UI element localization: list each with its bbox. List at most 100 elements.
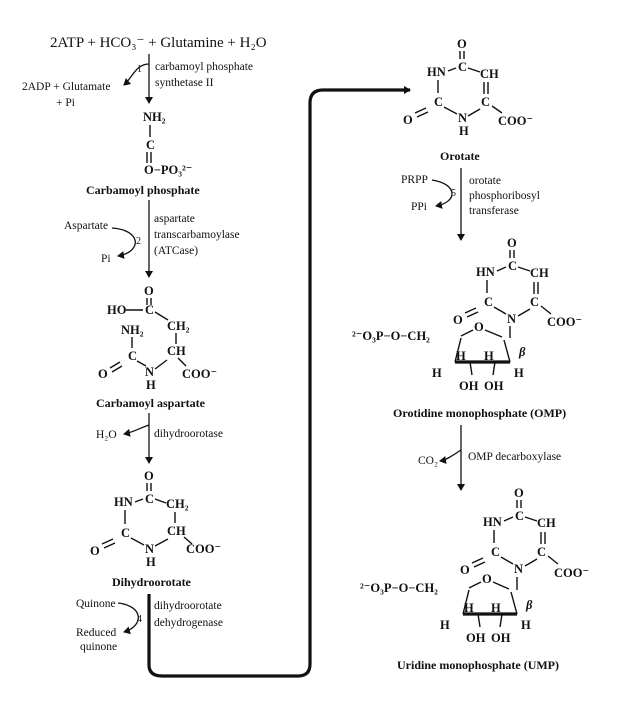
svg-text:H: H [491,601,501,615]
ump-structure: O C HN CH C O N C COO⁻ ²⁻O₃P−O−CH₂ O H H… [360,486,589,645]
svg-text:O: O [403,113,413,127]
svg-text:O: O [90,544,100,558]
svg-text:C: C [481,95,490,109]
svg-text:H: H [146,378,156,392]
svg-text:N: N [507,312,516,326]
svg-text:O: O [482,572,492,586]
step1-byproduct-line1: 2ADP + Glutamate [22,81,110,93]
orotate-name: Orotate [440,149,480,163]
step5-side-arrow [431,179,453,209]
step5-substrate: PRPP [401,174,428,186]
step2-enzyme-line1: aspartate [154,213,195,225]
svg-text:C: C [121,526,130,540]
step6-byproduct: CO₂ [418,455,438,467]
step6-side-arrow [439,449,462,464]
svg-text:OH: OH [459,379,479,393]
svg-text:CH₂: CH₂ [166,497,189,511]
step2-byproduct: Pi [101,253,111,265]
cp-nh2: NH₂ [143,110,166,124]
svg-text:C: C [128,349,137,363]
svg-text:²⁻O₃P−O−CH₂: ²⁻O₃P−O−CH₂ [352,329,430,343]
svg-text:C: C [434,95,443,109]
svg-text:CH: CH [530,266,549,280]
cp-o-po3: O−PO₃²⁻ [144,163,192,177]
svg-text:H: H [514,366,524,380]
carbamoyl-aspartate-name: Carbamoyl aspartate [96,396,206,410]
orotate-structure: O C HN CH C O N H C COO⁻ [403,37,533,138]
svg-text:H: H [459,124,469,138]
step3-side-arrow [123,424,150,437]
cp-c: C [146,138,155,152]
svg-text:C: C [145,303,154,317]
svg-text:OH: OH [484,379,504,393]
svg-text:HN: HN [427,65,446,79]
step2-side-arrow [111,227,136,259]
step4-side-arrow [117,602,139,635]
svg-text:C: C [515,509,524,523]
step2-enzyme-line3: (ATCase) [154,245,198,257]
svg-text:O: O [457,37,467,51]
step4-flow-arrow [147,86,411,678]
step3-byproduct: H₂O [96,429,117,441]
svg-text:H: H [456,349,466,363]
svg-text:O: O [453,313,463,327]
step2-enzyme-line2: transcarbamoylase [154,229,240,241]
svg-text:C: C [484,295,493,309]
step1-side-arrow [123,63,150,86]
step5-enzyme-line3: transferase [469,205,519,217]
step1-enzyme-line2: synthetase II [155,77,214,89]
svg-text:C: C [145,492,154,506]
svg-text:COO⁻: COO⁻ [547,315,582,329]
step6-enzyme: OMP decarboxylase [468,451,561,463]
svg-text:H: H [440,618,450,632]
omp-name: Orotidine monophosphate (OMP) [393,406,566,420]
step5-enzyme-line2: phosphoribosyl [469,190,540,202]
step1-byproduct-line2: + Pi [56,97,75,109]
step3-enzyme: dihydroorotase [154,428,223,440]
step1-number: 1 [137,64,142,75]
svg-text:O: O [98,367,108,381]
svg-text:COO⁻: COO⁻ [182,367,217,381]
step4-byproduct-line2: quinone [80,641,117,653]
svg-text:H: H [484,349,494,363]
step4-substrate: Quinone [76,598,116,610]
svg-text:O: O [507,236,517,250]
svg-text:O: O [144,284,154,298]
step2-substrate: Aspartate [64,220,108,232]
svg-text:H: H [521,618,531,632]
svg-text:N: N [145,542,154,556]
svg-text:CH: CH [480,67,499,81]
svg-text:C: C [458,60,467,74]
svg-text:H: H [432,366,442,380]
svg-text:OH: OH [491,631,511,645]
svg-text:O: O [460,563,470,577]
step4-enzyme-line2: dehydrogenase [154,617,223,629]
step1-enzyme-line1: carbamoyl phosphate [155,61,253,73]
svg-text:N: N [458,111,467,125]
svg-text:O: O [474,320,484,334]
svg-text:COO⁻: COO⁻ [554,566,589,580]
svg-text:HO: HO [107,303,127,317]
carbamoyl-aspartate-structure: O HO C CH₂ NH₂ C O N H CH COO⁻ [98,284,217,392]
svg-text:H: H [146,555,156,569]
step2-number: 2 [136,236,141,247]
svg-text:C: C [508,259,517,273]
svg-text:O: O [144,469,154,483]
svg-text:C: C [491,545,500,559]
svg-text:H: H [464,601,474,615]
svg-text:O: O [514,486,524,500]
carbamoyl-phosphate-structure: NH₂ C O−PO₃²⁻ [143,110,192,177]
svg-text:CH: CH [167,524,186,538]
svg-text:CH₂: CH₂ [167,319,190,333]
svg-text:COO⁻: COO⁻ [186,542,221,556]
ump-name: Uridine monophosphate (UMP) [397,658,559,672]
dihydroorotate-structure: O C HN CH₂ C O N H CH COO⁻ [90,469,221,569]
step5-byproduct: PPi [411,201,427,213]
step4-enzyme-line1: dihydroorotate [154,600,222,612]
svg-text:CH: CH [167,344,186,358]
step4-byproduct-line1: Reduced [76,627,116,639]
reactants-equation: 2ATP + HCO₃⁻ + Glutamine + H₂O [50,35,267,51]
step4-number: 4 [137,614,142,625]
svg-text:COO⁻: COO⁻ [498,114,533,128]
svg-text:β: β [518,345,526,359]
